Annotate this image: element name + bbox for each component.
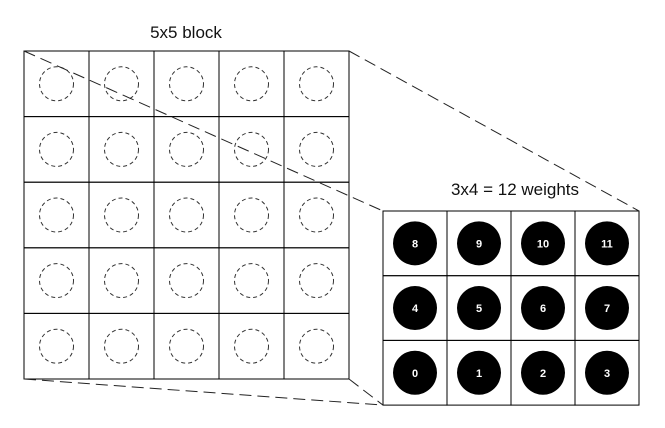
projection-line: [23, 50, 384, 212]
block-cell: [153, 181, 220, 249]
block-cell: [88, 247, 155, 314]
weight-number: 8: [412, 238, 418, 250]
weight-circle: [521, 286, 565, 331]
block-cell: [283, 116, 350, 183]
block-cell: [23, 312, 90, 380]
block-cell: [88, 116, 155, 183]
weight-cell: [574, 339, 640, 406]
dashed-circle: [299, 328, 334, 364]
dashed-circle: [234, 328, 269, 364]
dashed-circle: [234, 263, 269, 299]
block-grid: [23, 50, 350, 380]
dashed-circle: [299, 263, 334, 299]
block-cell: [23, 181, 90, 249]
weight-circle: [521, 221, 565, 266]
block-cell: [88, 181, 155, 249]
dashed-circle: [39, 263, 74, 299]
projection-lines: [23, 50, 640, 406]
dashed-circle: [169, 197, 204, 233]
dashed-circle: [39, 131, 74, 167]
weight-number: 4: [412, 303, 419, 315]
block-cell: [283, 312, 350, 380]
dashed-circle: [39, 197, 74, 233]
projection-line: [23, 378, 384, 406]
weight-number: 1: [476, 368, 482, 380]
dashed-circle: [169, 328, 204, 364]
dashed-circle: [104, 328, 139, 364]
weight-circle: [393, 221, 437, 266]
weight-circle: [457, 286, 501, 331]
weight-circle: [457, 221, 501, 266]
weight-circle: [585, 286, 629, 331]
block-cell: [23, 50, 90, 118]
block-cell: [218, 50, 285, 118]
block-cell: [23, 116, 90, 183]
dashed-circle: [104, 263, 139, 299]
dashed-circle: [169, 131, 204, 167]
weight-circle: [585, 221, 629, 266]
dashed-circle: [104, 66, 139, 102]
block-cell: [153, 312, 220, 380]
weights-grid: 8 9 10 11 4 5 6 7 0 1 2 3: [382, 210, 640, 406]
block-cell: [283, 50, 350, 118]
dashed-circle: [39, 66, 74, 102]
dashed-circle: [104, 197, 139, 233]
dashed-circle: [299, 66, 334, 102]
dashed-circle: [104, 131, 139, 167]
block-cell: [153, 247, 220, 314]
weight-circle: [393, 286, 437, 331]
weight-number: 6: [540, 303, 546, 315]
block-cell: [218, 312, 285, 380]
weight-number: 2: [540, 368, 546, 380]
dashed-circle: [299, 131, 334, 167]
block-cell: [218, 116, 285, 183]
weight-number: 5: [476, 303, 482, 315]
dashed-circle: [234, 131, 269, 167]
weight-number: 9: [476, 238, 482, 250]
projection-line: [348, 378, 384, 406]
block-label: 5x5 block: [150, 23, 222, 42]
weight-circle: [393, 350, 437, 395]
weight-circle: [457, 350, 501, 395]
block-cell: [23, 247, 90, 314]
projection-line: [348, 50, 640, 212]
dashed-circle: [234, 66, 269, 102]
dashed-circle: [39, 328, 74, 364]
dashed-circle: [169, 263, 204, 299]
weight-number: 3: [604, 368, 610, 380]
dashed-circle: [234, 197, 269, 233]
block-cell: [218, 181, 285, 249]
weight-number: 0: [412, 368, 418, 380]
weight-number: 10: [537, 238, 549, 250]
dashed-circle: [169, 66, 204, 102]
weight-number: 11: [601, 238, 613, 250]
block-cell: [218, 247, 285, 314]
dashed-circle: [299, 197, 334, 233]
block-cell: [88, 312, 155, 380]
weight-number: 7: [604, 303, 610, 315]
block-cell: [153, 116, 220, 183]
block-cell: [283, 247, 350, 314]
block-cell: [153, 50, 220, 118]
weight-circle: [521, 350, 565, 395]
weight-circle: [585, 350, 629, 395]
weights-label: 3x4 = 12 weights: [451, 180, 579, 199]
